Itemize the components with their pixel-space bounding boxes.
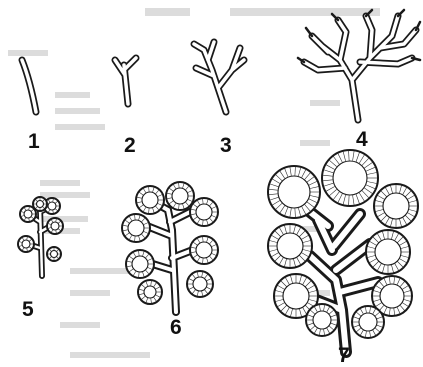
stage-label-2: 2 — [124, 134, 136, 157]
stage-label-4: 4 — [356, 128, 368, 151]
stage-label-5: 5 — [22, 298, 34, 321]
stage-label-3: 3 — [220, 134, 232, 157]
stage-label-6: 6 — [170, 316, 182, 339]
stage-label-7: 7 — [338, 344, 350, 367]
stage-label-1: 1 — [28, 130, 40, 153]
